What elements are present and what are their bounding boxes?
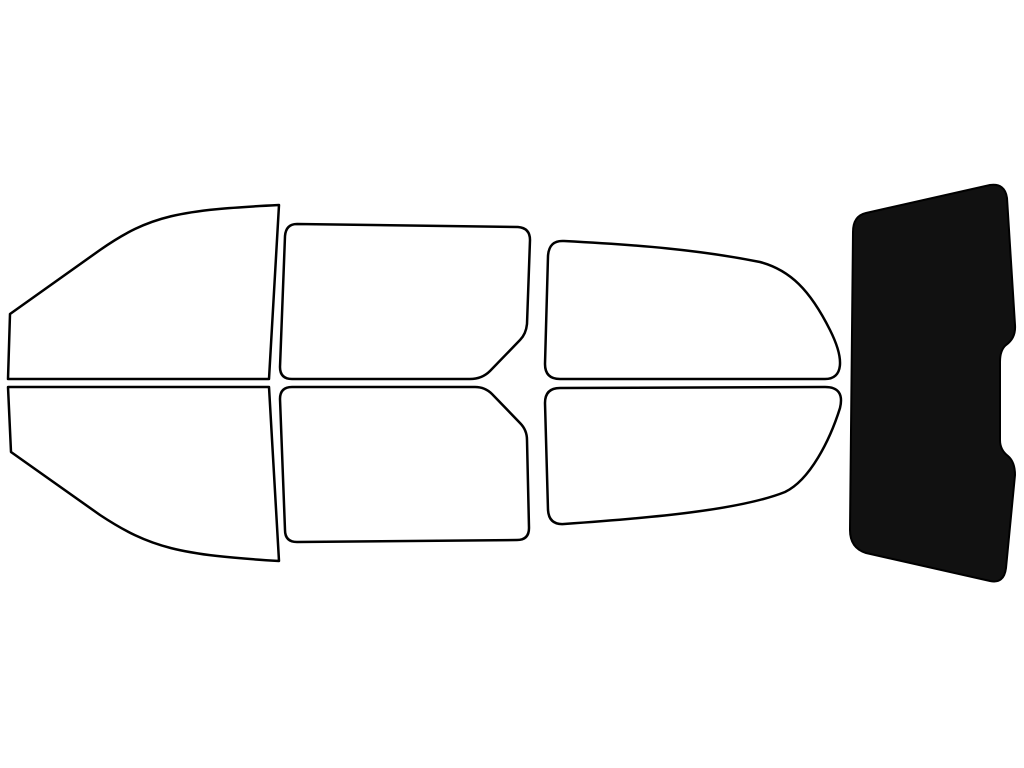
rear-door-left-window	[278, 222, 532, 381]
rear-door-right-window	[278, 385, 531, 544]
front-door-right-window	[6, 385, 281, 563]
quarter-right-window	[543, 385, 843, 526]
quarter-left-window	[543, 239, 842, 381]
rear-windshield-window	[849, 183, 1017, 583]
front-door-left-window	[6, 203, 281, 381]
